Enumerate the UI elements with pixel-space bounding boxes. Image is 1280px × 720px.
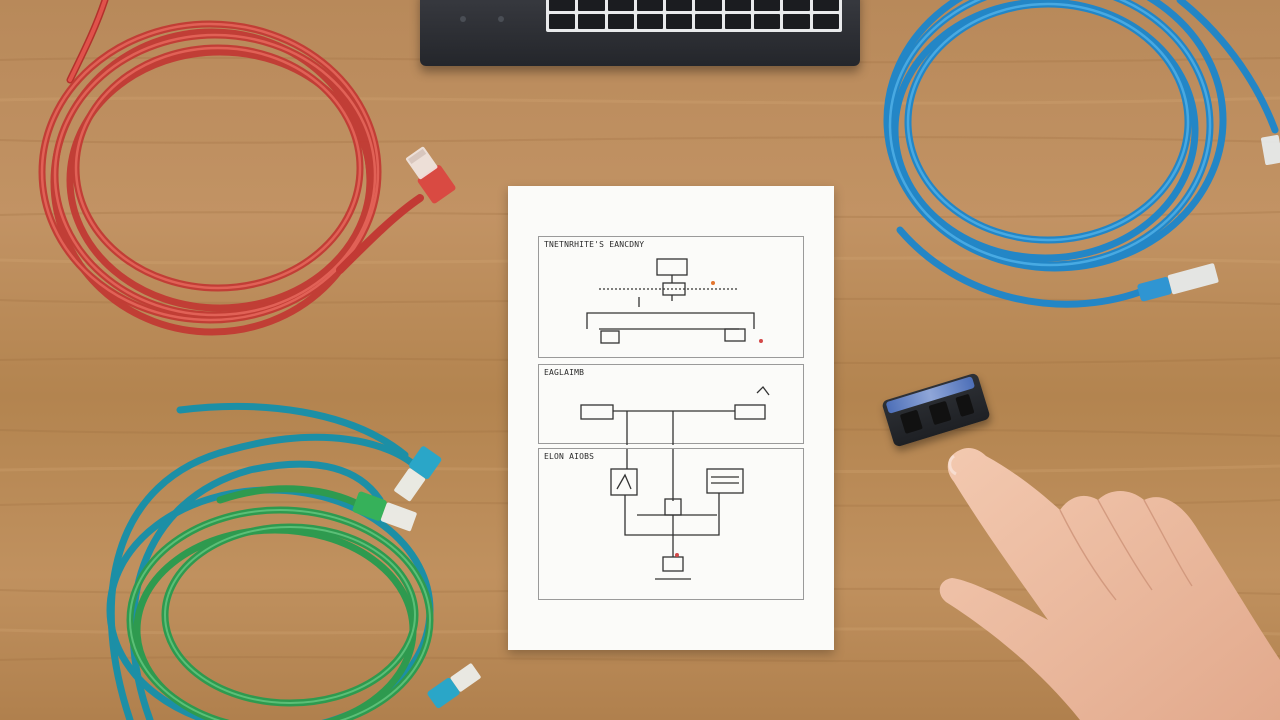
network-diagram-sheet: TNETNRHITE'S EANCDNY EA (508, 186, 834, 650)
diagram-panel-3: ELON AIOBS (538, 448, 804, 600)
status-led (460, 16, 466, 22)
adapter-port (928, 400, 952, 426)
diagram-panel-1: TNETNRHITE'S EANCDNY (538, 236, 804, 358)
switch-port (695, 13, 722, 29)
star-sketch (610, 449, 744, 580)
switch-port (578, 13, 605, 29)
adapter-port (899, 409, 923, 434)
diagram-panel-2: EAGLAIMB (538, 364, 804, 445)
switch-port (549, 13, 576, 29)
switch-port (636, 0, 664, 11)
network-switch (420, 0, 860, 66)
bus-sketch (580, 386, 770, 445)
adapter-port (955, 393, 975, 417)
switch-port (812, 13, 839, 29)
switch-port (549, 0, 576, 11)
switch-port (666, 13, 693, 29)
switch-ports (546, 0, 842, 32)
switch-port (578, 0, 605, 11)
panel-label: TNETNRHITE'S EANCDNY (544, 240, 645, 249)
switch-port (812, 0, 839, 11)
switch-port (724, 13, 752, 29)
switch-port (607, 13, 634, 29)
panel-label: ELON AIOBS (544, 452, 595, 461)
panel-label: EAGLAIMB (544, 368, 585, 377)
switch-port (783, 13, 810, 29)
switch-port (754, 13, 781, 29)
switch-port (754, 0, 781, 11)
pointing-hand (939, 448, 1280, 720)
switch-port (724, 0, 752, 11)
switch-port (783, 0, 810, 11)
topology-sketch (586, 258, 763, 344)
switch-port (607, 0, 634, 11)
status-led (498, 16, 504, 22)
switch-port (636, 13, 664, 29)
switch-port (695, 0, 722, 11)
switch-port (666, 0, 693, 11)
